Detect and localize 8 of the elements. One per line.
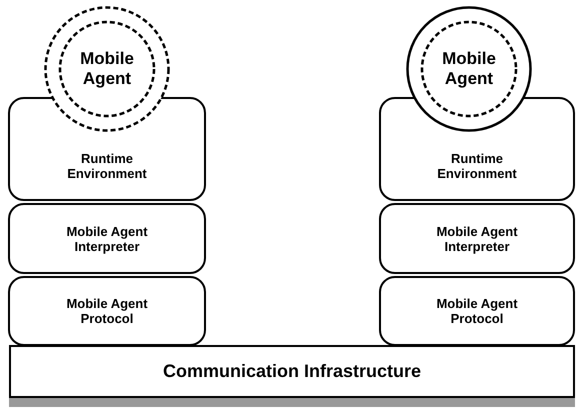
layer-box: Mobile Agent Protocol [8, 276, 206, 346]
agent-circle [44, 6, 170, 132]
node-label: Mobile Agent [79, 49, 135, 89]
agent-circle [406, 6, 532, 132]
layer-box: Mobile Agent Interpreter [379, 203, 575, 274]
layer-box: Mobile Agent Protocol [379, 276, 575, 346]
layer-box: Mobile Agent Interpreter [8, 203, 206, 274]
node-label: Mobile Agent [441, 49, 497, 89]
